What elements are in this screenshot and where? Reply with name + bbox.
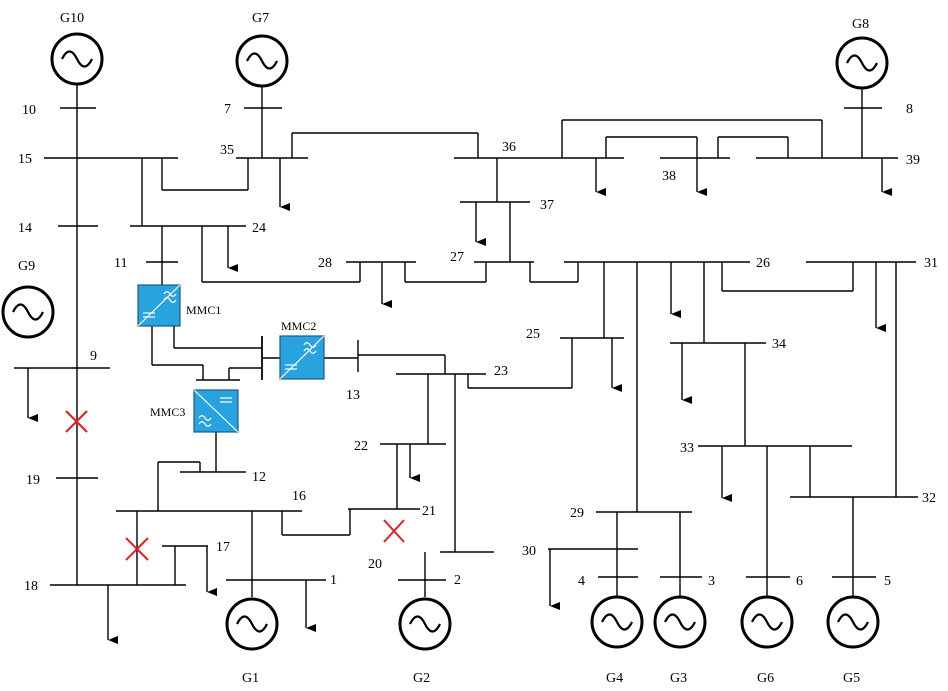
svg-text:24: 24 bbox=[252, 221, 266, 236]
svg-text:8: 8 bbox=[906, 102, 913, 117]
svg-text:G9: G9 bbox=[18, 259, 35, 274]
svg-text:16: 16 bbox=[292, 489, 306, 504]
svg-text:25: 25 bbox=[526, 327, 540, 342]
svg-text:37: 37 bbox=[540, 198, 554, 213]
x-mark-icon bbox=[125, 537, 149, 561]
transmission-lines bbox=[76, 85, 897, 597]
svg-text:MMC1: MMC1 bbox=[186, 303, 221, 317]
svg-text:G6: G6 bbox=[757, 671, 774, 686]
svg-text:23: 23 bbox=[494, 364, 508, 379]
svg-text:12: 12 bbox=[252, 470, 266, 485]
svg-text:G3: G3 bbox=[670, 671, 687, 686]
svg-text:33: 33 bbox=[680, 441, 694, 456]
generator-g6: G6 bbox=[740, 595, 794, 686]
svg-text:20: 20 bbox=[368, 557, 382, 572]
svg-text:29: 29 bbox=[570, 506, 584, 521]
svg-text:2: 2 bbox=[454, 573, 461, 588]
mmc1-converter: MMC1 bbox=[137, 284, 221, 327]
svg-text:G5: G5 bbox=[843, 671, 860, 686]
svg-text:21: 21 bbox=[422, 504, 436, 519]
x-mark-icon bbox=[65, 410, 88, 433]
svg-text:9: 9 bbox=[90, 349, 97, 364]
svg-text:G1: G1 bbox=[242, 671, 259, 686]
generator-g9: G9 bbox=[1, 259, 55, 339]
buses bbox=[14, 107, 918, 586]
svg-text:6: 6 bbox=[796, 574, 803, 589]
svg-text:22: 22 bbox=[354, 439, 368, 454]
svg-text:10: 10 bbox=[22, 103, 36, 118]
svg-text:G4: G4 bbox=[606, 671, 623, 686]
svg-text:14: 14 bbox=[18, 221, 32, 236]
fault-marks bbox=[65, 410, 405, 561]
generator-g2: G2 bbox=[398, 597, 452, 686]
svg-text:3: 3 bbox=[708, 574, 715, 589]
svg-text:27: 27 bbox=[450, 250, 464, 265]
svg-text:30: 30 bbox=[522, 544, 536, 559]
svg-text:15: 15 bbox=[18, 152, 32, 167]
generator-g5: G5 bbox=[826, 595, 880, 686]
svg-text:35: 35 bbox=[220, 143, 234, 158]
svg-text:36: 36 bbox=[502, 140, 516, 155]
mmc2-converter: MMC2 bbox=[279, 319, 325, 380]
generator-g8: G8 bbox=[835, 17, 889, 90]
svg-text:4: 4 bbox=[578, 574, 585, 589]
svg-text:1: 1 bbox=[330, 573, 337, 588]
svg-text:28: 28 bbox=[318, 256, 332, 271]
svg-text:5: 5 bbox=[884, 574, 891, 589]
svg-text:26: 26 bbox=[756, 256, 770, 271]
svg-text:G7: G7 bbox=[252, 11, 269, 26]
generator-g1: G1 bbox=[225, 597, 279, 686]
svg-text:MMC3: MMC3 bbox=[150, 405, 185, 419]
svg-text:13: 13 bbox=[346, 388, 360, 403]
generators: G10 G7 G8 G9 G1 G2 G4 G3 G6 G5 bbox=[1, 11, 889, 686]
generator-g7: G7 bbox=[235, 11, 289, 88]
generator-g4: G4 bbox=[590, 595, 644, 686]
svg-text:19: 19 bbox=[26, 473, 40, 488]
svg-text:38: 38 bbox=[662, 169, 676, 184]
mmc-converters: MMC1 MMC2 MMC3 bbox=[137, 284, 325, 433]
svg-text:G10: G10 bbox=[60, 11, 84, 26]
svg-text:34: 34 bbox=[772, 337, 786, 352]
svg-text:39: 39 bbox=[906, 153, 920, 168]
svg-text:32: 32 bbox=[922, 491, 936, 506]
svg-text:17: 17 bbox=[216, 540, 230, 555]
svg-text:18: 18 bbox=[24, 579, 38, 594]
svg-text:G8: G8 bbox=[852, 17, 869, 32]
loads bbox=[27, 158, 892, 644]
mmc3-converter: MMC3 bbox=[150, 389, 239, 433]
generator-g3: G3 bbox=[653, 595, 707, 686]
bus-labels: 10 7 8 15 35 36 39 38 37 14 24 11 28 27 … bbox=[18, 102, 938, 594]
svg-text:7: 7 bbox=[224, 102, 231, 117]
svg-text:11: 11 bbox=[114, 256, 127, 271]
svg-text:G2: G2 bbox=[413, 671, 430, 686]
svg-text:31: 31 bbox=[924, 256, 938, 271]
svg-text:MMC2: MMC2 bbox=[281, 319, 316, 333]
x-mark-icon bbox=[383, 519, 405, 543]
generator-g10: G10 bbox=[50, 11, 104, 86]
